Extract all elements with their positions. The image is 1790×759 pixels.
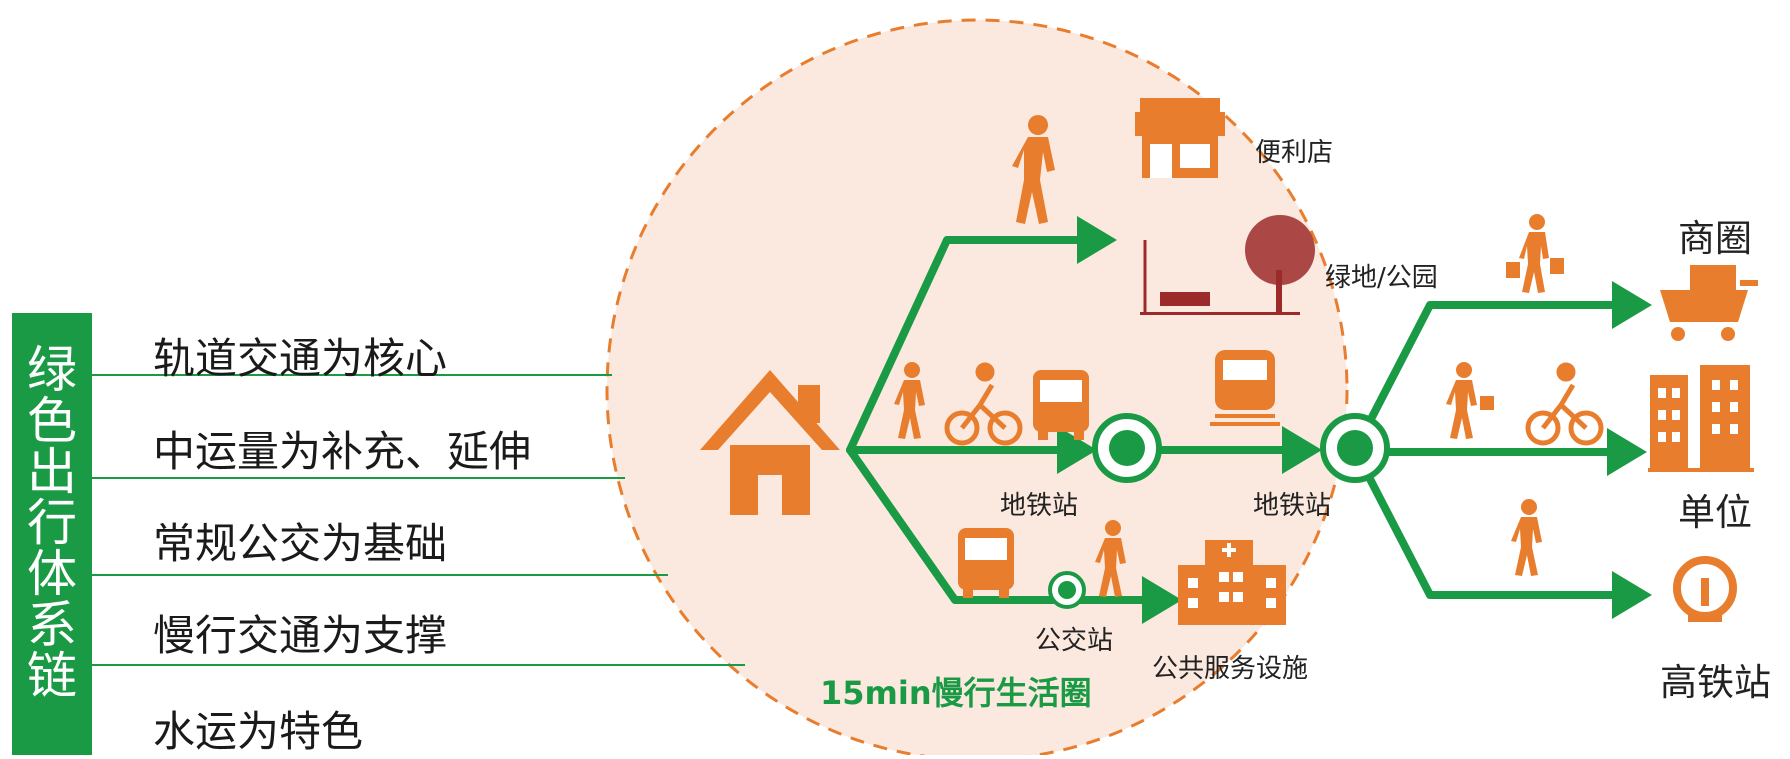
system-item-medium-capacity: 中运量为补充、延伸 xyxy=(153,427,532,476)
metro-station-node-2 xyxy=(1320,413,1390,483)
building-icon xyxy=(1648,365,1754,472)
bus-stop-label: 公交站 xyxy=(1035,626,1114,656)
bus-icon xyxy=(1033,370,1089,440)
bus-icon xyxy=(958,528,1014,598)
park-icon xyxy=(1140,215,1315,315)
public-facility-label: 公共服务设施 xyxy=(1152,654,1309,684)
cyclist-icon xyxy=(1525,362,1604,446)
metro-station-label-1: 地铁站 xyxy=(1000,491,1079,521)
system-title: 绿 色 出 行 体 系 链 xyxy=(12,345,92,702)
metro-station-node-1 xyxy=(1092,413,1162,483)
rail-logo-icon xyxy=(1673,556,1737,622)
pedestrian-icon xyxy=(894,362,925,439)
system-item-water: 水运为特色 xyxy=(153,707,364,756)
convenience-store-label: 便利店 xyxy=(1255,138,1334,168)
system-title-char: 行 xyxy=(27,494,77,552)
store-icon xyxy=(1135,98,1225,178)
bus-stop-node xyxy=(1048,571,1086,609)
system-item-slow-traffic: 慢行交通为支撑 xyxy=(153,611,448,660)
house-icon xyxy=(700,370,840,515)
flow-arrows xyxy=(846,216,1652,624)
system-item-bus: 常规公交为基础 xyxy=(153,519,448,568)
green-park-label: 绿地/公园 xyxy=(1325,263,1438,293)
high-speed-rail-label: 高铁站 xyxy=(1660,661,1771,704)
business-district-label: 商圈 xyxy=(1678,217,1752,260)
walking-circle xyxy=(605,18,1349,755)
system-title-bar xyxy=(12,313,92,755)
shopping-cart-icon xyxy=(1660,265,1758,341)
system-title-char: 系 xyxy=(27,596,77,654)
pedestrian-icon xyxy=(1095,520,1126,597)
pedestrian-icon xyxy=(1511,499,1542,576)
circle-title: 15min慢行生活圈 xyxy=(820,674,1092,712)
system-title-char: 链 xyxy=(27,647,77,705)
system-title-char: 绿 xyxy=(27,341,77,399)
hospital-icon xyxy=(1178,540,1286,625)
cyclist-icon xyxy=(944,362,1023,446)
system-title-char: 出 xyxy=(27,443,77,501)
shopper-icon xyxy=(1506,214,1564,293)
system-title-char: 体 xyxy=(27,545,77,603)
system-item-rail: 轨道交通为核心 xyxy=(153,334,448,383)
train-icon xyxy=(1210,350,1280,426)
pedestrian-icon xyxy=(1012,115,1055,224)
workplace-label: 单位 xyxy=(1678,491,1752,534)
separator-lines xyxy=(92,374,745,666)
metro-station-label-2: 地铁站 xyxy=(1253,491,1332,521)
system-title-char: 色 xyxy=(27,392,77,450)
shopper-icon xyxy=(1446,362,1494,439)
